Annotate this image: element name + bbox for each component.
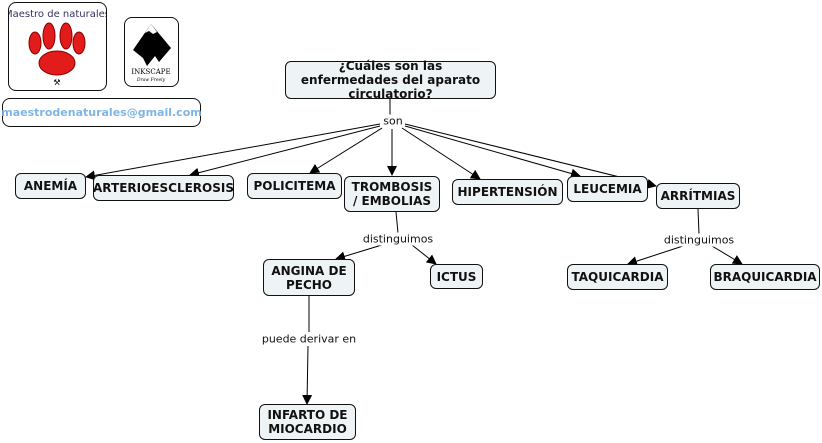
- node-ictus[interactable]: ICTUS: [430, 264, 483, 289]
- node-hipertension[interactable]: HIPERTENSIÓN: [452, 179, 563, 205]
- node-braquicardia[interactable]: BRAQUICARDIA: [710, 264, 820, 290]
- node-trombosis-embolias[interactable]: TROMBOSIS / EMBOLIAS: [344, 176, 440, 212]
- svg-text:Maestro de naturales: Maestro de naturales: [9, 9, 106, 20]
- link-label-son: son: [381, 114, 405, 128]
- inkscape-logo: INKSCAPE Draw Freely: [124, 17, 179, 87]
- node-infarto-de-miocardio[interactable]: INFARTO DE MIOCARDIO: [259, 404, 356, 440]
- svg-text:Draw Freely: Draw Freely: [136, 77, 166, 83]
- link-label-distinguimos: distinguimos: [661, 233, 737, 247]
- main-question-node[interactable]: ¿Cuáles son las enfermedades del aparato…: [285, 59, 496, 101]
- link-label-distinguimos: distinguimos: [360, 232, 436, 246]
- svg-text:INKSCAPE: INKSCAPE: [131, 68, 170, 76]
- node-arritmias[interactable]: ARRÍTMIAS: [656, 183, 740, 209]
- node-policitema[interactable]: POLICITEMA: [247, 173, 342, 199]
- maestro-de-naturales-logo: Maestro de naturales ⚒: [4, 2, 110, 91]
- svg-text:⚒: ⚒: [53, 78, 60, 87]
- node-leucemia[interactable]: LEUCEMIA: [567, 176, 648, 202]
- node-anemia[interactable]: ANEMÍA: [15, 173, 86, 199]
- node-arterioesclerosis[interactable]: ARTERIOESCLEROSIS: [93, 175, 234, 201]
- link-label-puede-derivar: puede derivar en: [259, 332, 359, 346]
- email-link[interactable]: maestrodenaturales@gmail.com: [1, 98, 202, 127]
- node-angina-de-pecho[interactable]: ANGINA DE PECHO: [263, 259, 355, 296]
- node-taquicardia[interactable]: TAQUICARDIA: [567, 264, 668, 290]
